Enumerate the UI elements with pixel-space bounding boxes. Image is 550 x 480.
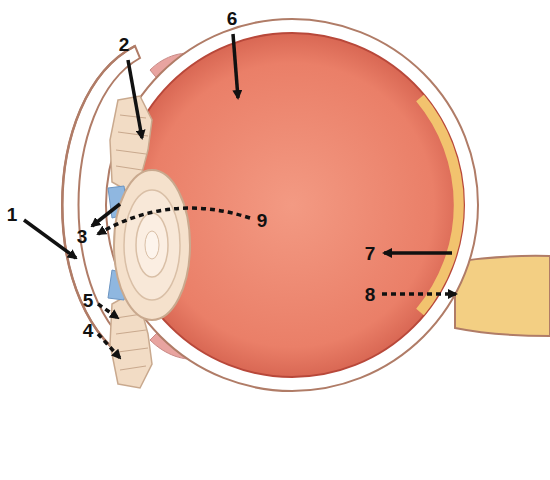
callout-number: 9 (257, 211, 268, 230)
callout-number: 4 (83, 321, 94, 340)
callout-number: 2 (119, 35, 130, 54)
callout-number: 1 (7, 205, 18, 224)
callout-arrows (24, 34, 456, 358)
callout-number: 7 (365, 244, 376, 263)
callout-number: 8 (365, 285, 376, 304)
callout-number: 3 (77, 227, 88, 246)
callout-number: 6 (227, 9, 238, 28)
callout-number: 5 (83, 291, 94, 310)
